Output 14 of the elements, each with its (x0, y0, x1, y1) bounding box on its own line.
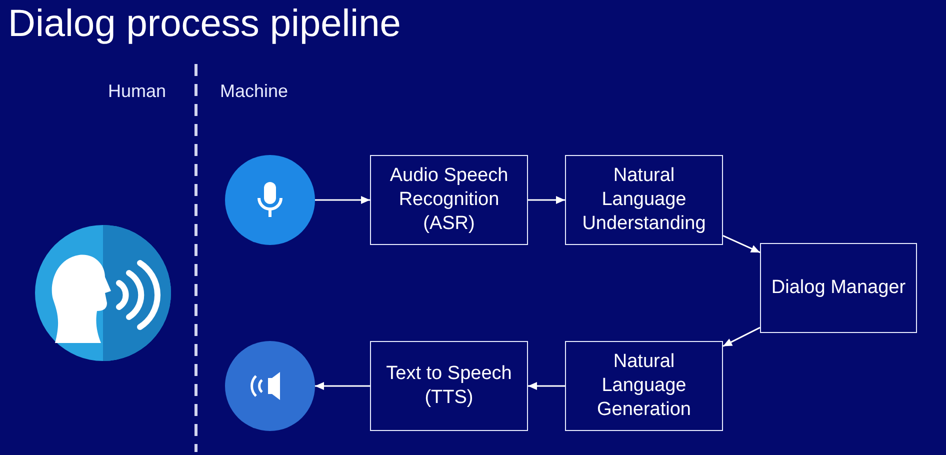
process-box: Dialog Manager (760, 243, 917, 333)
diagram-title: Dialog process pipeline (8, 2, 401, 46)
arrow (528, 382, 565, 390)
process-box: Text to Speech (TTS) (370, 341, 528, 431)
arrow (315, 382, 370, 390)
section-label: Human (108, 80, 166, 102)
arrow (315, 196, 370, 204)
arrow (722, 326, 760, 347)
process-box: Audio Speech Recognition (ASR) (370, 155, 528, 245)
arrow (722, 235, 760, 254)
section-label: Machine (220, 80, 288, 102)
process-box: Natural Language Generation (565, 341, 723, 431)
arrow (528, 196, 565, 204)
process-box: Natural Language Understanding (565, 155, 723, 245)
